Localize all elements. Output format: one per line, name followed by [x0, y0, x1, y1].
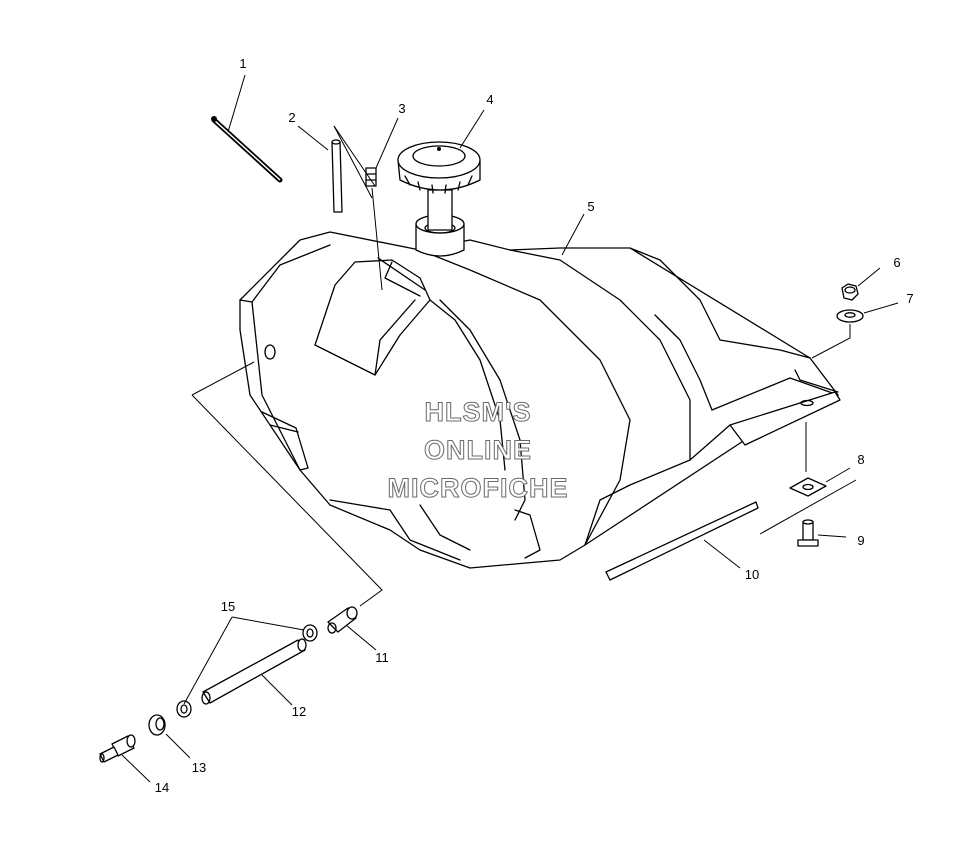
watermark: HLSM'S ONLINE MICROFICHE [387, 397, 569, 504]
callout-14: 14 [155, 780, 169, 795]
hose-clamps [176, 624, 318, 718]
vent-hose [331, 139, 343, 213]
foam-strip [605, 501, 759, 581]
callout-13: 13 [192, 760, 206, 775]
mount-pad [789, 477, 827, 497]
callout-labels: 1 2 3 4 5 6 7 8 9 10 11 12 13 14 15 [155, 56, 914, 795]
nut [841, 283, 859, 301]
watermark-line-2: ONLINE [424, 435, 532, 465]
fuel-valve [99, 734, 136, 763]
callout-1: 1 [239, 56, 246, 71]
callout-10: 10 [745, 567, 759, 582]
callout-7: 7 [906, 291, 913, 306]
outlet-fitting [327, 606, 358, 634]
watermark-line-1: HLSM'S [425, 397, 532, 427]
vent-fitting [365, 167, 377, 187]
callout-5: 5 [587, 199, 594, 214]
leader-lines [121, 74, 899, 783]
callout-15: 15 [221, 599, 235, 614]
washer [836, 309, 864, 323]
callout-4: 4 [486, 92, 493, 107]
callout-2: 2 [288, 110, 295, 125]
watermark-line-3: MICROFICHE [388, 473, 569, 503]
callout-12: 12 [292, 704, 306, 719]
fuel-hose [201, 638, 307, 705]
callout-8: 8 [857, 452, 864, 467]
bolt [797, 519, 819, 547]
callout-11: 11 [375, 650, 389, 665]
grommet [148, 714, 166, 736]
filler-cap [397, 141, 481, 257]
callout-6: 6 [893, 255, 900, 270]
cable-tie [211, 116, 283, 183]
fuel-tank [239, 231, 841, 569]
callout-3: 3 [398, 101, 405, 116]
callout-9: 9 [857, 533, 864, 548]
